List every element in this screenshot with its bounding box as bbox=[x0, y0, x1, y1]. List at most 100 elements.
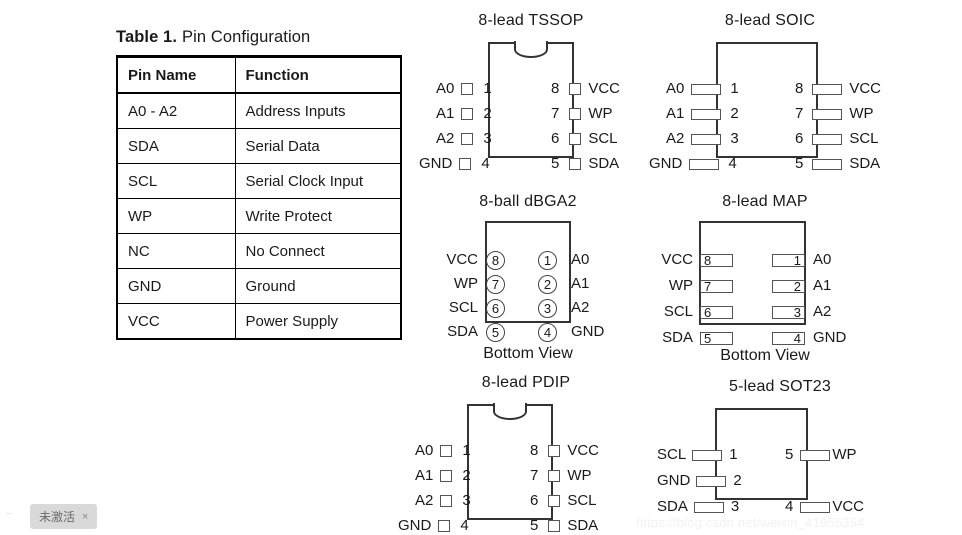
pin-row-left-1: A0 1 bbox=[415, 442, 471, 460]
lead-icon bbox=[440, 495, 453, 507]
pin-label: VCC bbox=[849, 80, 882, 97]
table-caption-label: Table 1. bbox=[116, 28, 178, 46]
package-diagram-sot23: 5-lead SOT23 SCL 1 GND 2 SDA 3 5 WP 4 VC… bbox=[657, 378, 895, 524]
ball-icon: 8 bbox=[486, 250, 505, 270]
pin-label: A2 bbox=[436, 130, 455, 147]
package-diagram-pdip: 8-lead PDIP A0 1 A1 2 A2 3 GND 4 8 VCC bbox=[398, 374, 639, 534]
pin-row-right-8: 8 VCC bbox=[530, 442, 599, 460]
pin-label: SDA bbox=[849, 155, 881, 172]
pin-row-right-7: 7 WP bbox=[795, 105, 874, 123]
pin-number: 5 bbox=[795, 155, 804, 172]
pad-icon: 7 bbox=[700, 279, 733, 293]
package-body-sot23: SCL 1 GND 2 SDA 3 5 WP 4 VCC bbox=[657, 404, 895, 524]
cell-function: Write Protect bbox=[235, 198, 401, 234]
pin-number: 8 bbox=[795, 80, 804, 97]
pin-number: 1 bbox=[729, 446, 738, 463]
pin-label: GND bbox=[571, 323, 605, 340]
pin-number: 1 bbox=[462, 442, 471, 459]
ball-row-right-3: 3 A2 bbox=[538, 298, 589, 318]
lead-icon bbox=[461, 133, 474, 145]
pin-label: GND bbox=[657, 472, 691, 489]
pin-label: A0 bbox=[436, 80, 455, 97]
ball-row-right-2: 2 A1 bbox=[538, 274, 589, 294]
cell-function: Serial Clock Input bbox=[235, 163, 401, 199]
cell-function: Ground bbox=[235, 268, 401, 304]
pin-row-right-5: 5 SDA bbox=[551, 155, 619, 173]
package-diagram-dbga2: 8-ball dBGA2 VCC 8 WP 7 SCL 6 SDA 5 1 A0… bbox=[428, 193, 628, 363]
pin-row-left-2: A1 2 bbox=[666, 105, 739, 123]
lead-icon bbox=[800, 449, 831, 461]
package-title-tssop: 8-lead TSSOP bbox=[478, 12, 584, 29]
pin-row-right-4: 4 VCC bbox=[785, 498, 864, 516]
cell-function: Power Supply bbox=[245, 312, 339, 330]
lead-icon bbox=[548, 520, 561, 532]
pin-label: A2 bbox=[813, 303, 832, 320]
pin-label: WP bbox=[588, 105, 613, 122]
cell-function: Address Inputs bbox=[235, 93, 401, 129]
pin-row-left-4: GND 4 bbox=[419, 155, 490, 173]
activation-status-badge[interactable]: 未激活 × bbox=[30, 504, 98, 529]
pin-label: VCC bbox=[588, 80, 621, 97]
pin-row-right-6: 6 SCL bbox=[530, 492, 597, 510]
pin-row-left-3: A2 3 bbox=[436, 130, 492, 148]
pin-label: SCL bbox=[663, 303, 693, 320]
cell-function: No Connect bbox=[235, 233, 401, 269]
pin-row-left-3: SDA 3 bbox=[657, 498, 739, 516]
pin-label: VCC bbox=[567, 442, 600, 459]
pin-number: 3 bbox=[483, 130, 492, 147]
pin-row-right-6: 6 SCL bbox=[795, 130, 879, 148]
pin-number: 6 bbox=[530, 492, 539, 509]
cell-pin-name: VCC bbox=[117, 303, 236, 339]
pin-number: 3 bbox=[462, 492, 471, 509]
pin-number: 1 bbox=[730, 80, 739, 97]
cell-pin-name: GND bbox=[117, 268, 236, 304]
pin-number: 2 bbox=[483, 105, 492, 122]
package-title-pdip: 8-lead PDIP bbox=[481, 374, 571, 391]
pin-label: GND bbox=[398, 517, 432, 534]
pad-icon: 1 bbox=[772, 253, 805, 267]
lead-icon bbox=[812, 108, 843, 120]
pin-number: 6 bbox=[795, 130, 804, 147]
package-footer-map: Bottom View bbox=[720, 347, 810, 364]
table-row: VCC Power Supply bbox=[117, 303, 401, 339]
pin-number: 8 bbox=[530, 442, 539, 459]
table-caption: Table 1.Pin Configuration bbox=[116, 28, 400, 47]
table-row: SDA Serial Data bbox=[117, 128, 401, 164]
pin-label: GND bbox=[649, 155, 683, 172]
lead-icon bbox=[548, 495, 561, 507]
pad-row-right-3: 3 A2 bbox=[772, 303, 831, 321]
close-icon[interactable]: × bbox=[82, 510, 89, 523]
lead-icon bbox=[691, 83, 722, 95]
pad-row-left-5: SDA 5 bbox=[657, 329, 733, 347]
ball-icon: 5 bbox=[486, 322, 505, 342]
cell-pin-name: A0 - A2 bbox=[117, 93, 236, 129]
pin-number: 4 bbox=[481, 155, 490, 172]
package-diagram-tssop: 8-lead TSSOP A0 1 A1 2 A2 3 GND 4 8 VCC bbox=[418, 12, 644, 172]
lead-icon bbox=[569, 158, 582, 170]
lead-icon bbox=[440, 445, 453, 457]
table-row: WP Write Protect bbox=[117, 198, 401, 234]
lead-icon bbox=[812, 158, 843, 170]
pin-row-right-5: 5 SDA bbox=[795, 155, 880, 173]
pad-row-left-7: WP 7 bbox=[657, 277, 733, 295]
table-row: GND Ground bbox=[117, 268, 401, 304]
package-diagram-map: 8-lead MAP VCC 8 WP 7 SCL 6 SDA 5 1 A0 2… bbox=[655, 193, 875, 365]
lead-icon bbox=[696, 475, 727, 487]
pin-label: SCL bbox=[448, 299, 478, 316]
pin-number: 6 bbox=[551, 130, 560, 147]
pad-row-right-4: 4 GND bbox=[772, 329, 846, 347]
pin-configuration-table: Pin Name Function A0 - A2 Address Inputs… bbox=[116, 55, 402, 340]
lead-icon bbox=[689, 158, 720, 170]
pin-label: SDA bbox=[662, 329, 693, 346]
cell-function: Serial Data bbox=[235, 128, 401, 164]
cell-pin-name: WP bbox=[117, 198, 236, 234]
lead-icon bbox=[569, 83, 582, 95]
pin-label: GND bbox=[419, 155, 453, 172]
package-footer-dbga2: Bottom View bbox=[483, 345, 573, 362]
pin-number: 2 bbox=[730, 105, 739, 122]
pin-number: 2 bbox=[462, 467, 471, 484]
pin-number: 4 bbox=[728, 155, 737, 172]
column-header-function: Function bbox=[235, 56, 401, 94]
pin-label: WP bbox=[832, 446, 857, 463]
pin-label: SDA bbox=[588, 155, 620, 172]
